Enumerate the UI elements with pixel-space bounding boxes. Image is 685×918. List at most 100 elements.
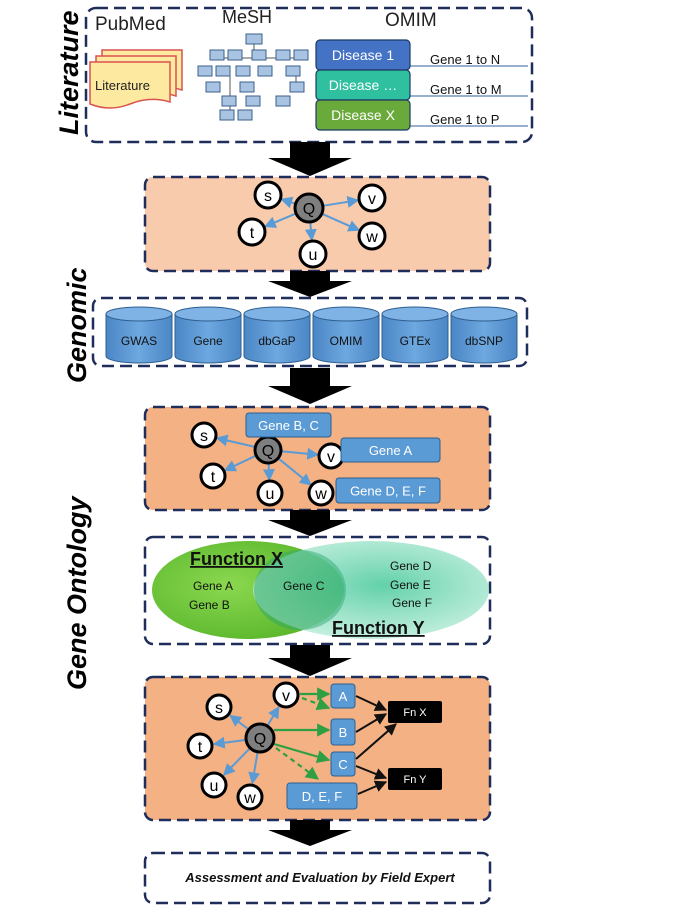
function-y-label: Function Y xyxy=(332,618,425,638)
node-label: s xyxy=(200,428,208,445)
gene-box-label: Gene D, E, F xyxy=(350,484,426,499)
database-gwas: GWAS xyxy=(105,306,173,364)
graph-edge xyxy=(304,221,317,242)
gene-box-label: A xyxy=(339,689,348,704)
node-label: u xyxy=(210,778,219,795)
node-label: u xyxy=(309,247,318,264)
graph-node-u: u xyxy=(200,771,228,799)
graph-edge xyxy=(215,434,256,449)
node-label: s xyxy=(264,188,272,205)
node-label: t xyxy=(198,739,203,756)
graph-edge xyxy=(355,695,388,711)
database-dbsnp: dbSNP xyxy=(450,306,518,364)
side-label-genomic: Genomic xyxy=(62,267,92,383)
graph-node-s: s xyxy=(190,421,218,449)
mesh-title: MeSH xyxy=(222,7,272,27)
graph-edge xyxy=(355,713,388,733)
node-label: s xyxy=(215,700,223,717)
flow-arrow-6 xyxy=(268,820,352,846)
graph-edge xyxy=(322,195,360,208)
graph-node-v: v xyxy=(317,442,345,470)
flow-arrow-3 xyxy=(268,368,352,404)
graph-edge xyxy=(263,212,297,228)
query-node-center: Q xyxy=(253,435,283,465)
omim-disease-2: Disease … xyxy=(315,69,411,101)
query-node-center: Q xyxy=(244,722,276,754)
node-label: t xyxy=(250,225,255,242)
node-label: Q xyxy=(303,201,315,218)
node-label: v xyxy=(327,449,335,466)
database-label: dbGaP xyxy=(258,334,295,348)
venn-y-gene-2: Gene E xyxy=(390,578,431,592)
gene-box: Gene B, C xyxy=(245,412,332,438)
graph-node-t: t xyxy=(199,462,227,490)
omim-disease-3: Disease X xyxy=(315,99,411,131)
graph-node-u: u xyxy=(298,239,328,269)
graph-edge xyxy=(266,705,280,727)
database-label: GTEx xyxy=(400,334,431,348)
node-label: Q xyxy=(262,443,274,460)
graph-edge xyxy=(321,212,361,232)
omim-disease-label: Disease X xyxy=(331,107,395,123)
function-y-circle xyxy=(253,541,489,639)
database-label: dbSNP xyxy=(465,334,503,348)
omim-gene-range: Gene 1 to P xyxy=(430,112,499,127)
function-y-node: Fn Y xyxy=(388,768,442,790)
graph-edge xyxy=(223,454,257,472)
omim-disease-label: Disease 1 xyxy=(332,47,394,63)
gene-box: Gene A xyxy=(340,437,441,463)
function-x-node: Fn X xyxy=(388,701,442,723)
function-x-node-label: Fn X xyxy=(403,707,427,719)
database-label: GWAS xyxy=(121,334,157,348)
graph-edge xyxy=(212,736,247,749)
omim-disease-label: Disease … xyxy=(329,77,397,93)
graph-edge xyxy=(357,780,388,795)
omim-gene-range: Gene 1 to N xyxy=(430,52,500,67)
side-label-literature: Literature xyxy=(54,10,84,135)
graph-node-w: w xyxy=(236,783,264,811)
node-label: v xyxy=(368,191,376,208)
graph-node-u: u xyxy=(256,479,284,507)
omim-disease-1: Disease 1 xyxy=(315,39,411,71)
omim-title: OMIM xyxy=(385,10,437,31)
graph-edge xyxy=(280,447,320,460)
query-node-center: Q xyxy=(293,192,325,224)
gene-box-label: D, E, F xyxy=(302,789,343,804)
venn-overlap-gene: Gene C xyxy=(283,579,325,593)
node-label: u xyxy=(266,486,275,503)
venn-x-gene-1: Gene A xyxy=(193,579,233,593)
node-label: v xyxy=(282,688,290,705)
gene-box: B xyxy=(330,718,356,746)
gene-box: Gene D, E, F xyxy=(335,477,441,504)
mesh-tree-icon xyxy=(197,33,309,121)
assessment-text: Assessment and Evaluation by Field Exper… xyxy=(184,870,455,885)
graph-edge xyxy=(229,714,250,731)
flow-arrow-5 xyxy=(268,645,352,676)
graph-edge xyxy=(280,196,296,209)
graph-edge xyxy=(277,457,312,486)
flow-arrow-2 xyxy=(268,271,352,297)
database-label: Gene xyxy=(193,334,223,348)
gene-box: A xyxy=(330,683,356,709)
function-graph: A BC D, E, F Fn X Fn Y s t u v w Q xyxy=(186,681,442,811)
gene-box-label: Gene A xyxy=(369,443,413,458)
assessment-panel xyxy=(143,851,492,905)
gene-box-label: Gene B, C xyxy=(258,418,319,433)
gene-graph: st u vw Q Gene B, C Gene A Gene D, E, F xyxy=(190,412,441,507)
gene-box-label: B xyxy=(339,725,348,740)
database-dbgap: dbGaP xyxy=(243,306,311,364)
graph-edge xyxy=(355,765,388,780)
graph-edge xyxy=(301,696,331,711)
function-x-label: Function X xyxy=(190,549,283,569)
node-label: w xyxy=(243,790,256,807)
function-y-node-label: Fn Y xyxy=(403,774,427,786)
graph-node-v: v xyxy=(357,183,387,213)
omim-gene-range: Gene 1 to M xyxy=(430,82,502,97)
gene-box: C xyxy=(330,751,356,777)
literature-documents: Literature xyxy=(89,49,183,109)
graph-node-w: w xyxy=(307,479,335,507)
graph-node-t: t xyxy=(186,732,214,760)
